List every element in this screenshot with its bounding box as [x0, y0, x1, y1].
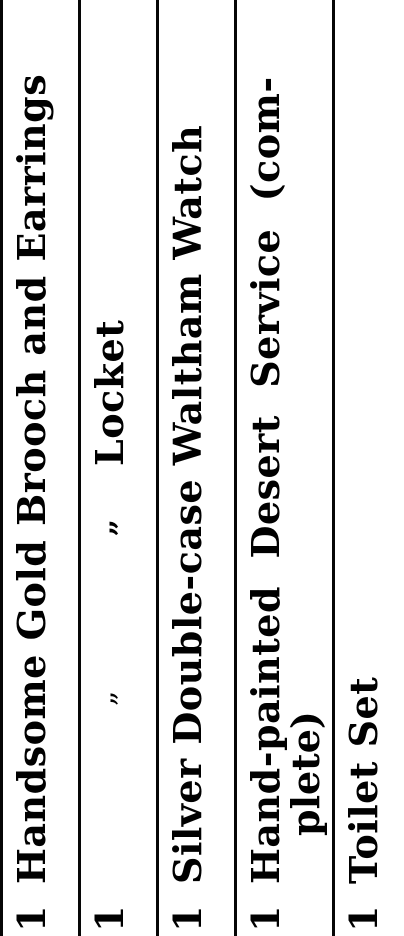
rule-line	[332, 0, 335, 936]
item-description: Handsome Gold Brooch and Earrings	[9, 73, 54, 884]
list-item: 1 Silver Double-case Waltham Watch	[162, 0, 222, 936]
item-description: Silver Double-case Waltham Watch	[165, 124, 210, 884]
item-quantity: 1	[243, 905, 288, 932]
rule-line	[78, 0, 81, 936]
item-description-continuation: plete)	[283, 711, 328, 836]
item-quantity: 1	[87, 905, 132, 932]
list-item: 1 Handsome Gold Brooch and Earrings	[6, 0, 66, 936]
item-quantity: 1	[9, 905, 54, 932]
ditto-mark: „	[87, 518, 122, 536]
item-quantity: 1	[165, 905, 210, 932]
item-quantity: 1	[341, 905, 386, 932]
list-item: 1 Toilet Set	[338, 0, 398, 936]
list-item: 1 „ „ Locket	[84, 0, 144, 936]
ditto-mark: „	[87, 690, 122, 706]
list-item: 1 Hand-painted Desert Service (com- plet…	[240, 0, 330, 936]
item-description: Toilet Set	[341, 676, 386, 884]
rule-line	[156, 0, 159, 936]
rule-line	[0, 0, 3, 936]
rule-line	[234, 0, 237, 936]
item-description: Locket	[87, 319, 132, 466]
item-description: Hand-painted Desert Service (com-	[243, 76, 288, 884]
